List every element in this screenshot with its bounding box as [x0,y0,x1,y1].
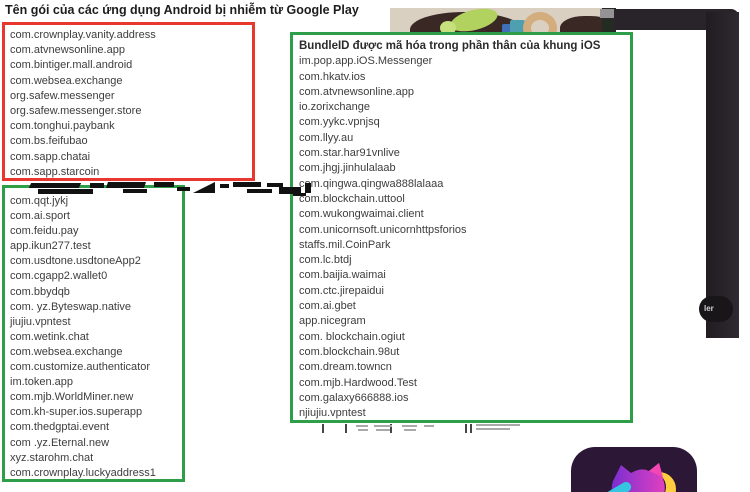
residue-text [358,429,368,431]
package-name: com.galaxy666888.ios [299,391,409,404]
residue-tick [465,424,467,433]
package-name: com.qingwa.qingwa888lalaaa [299,177,444,190]
package-name: com.star.har91vnlive [299,147,400,160]
package-name: com.qqt.jykj [10,195,69,207]
package-name: app.nicegram [299,315,366,328]
trailer-button[interactable]: ler [699,296,733,322]
residue-text [356,425,368,427]
package-name: com.blockchain.uttool [299,192,405,205]
package-name: com.atvnewsonline.app [299,85,414,98]
package-name: xyz.starohm.chat [10,451,94,464]
player-frame-side [706,12,739,338]
ios-bundle-header: BundleID được mã hóa trong phần thân của… [299,40,601,52]
watermark-glyph [247,189,272,193]
package-name: com.unicornsoft.unicornhttpsforios [299,223,467,236]
package-name: com.yykc.vpnjsq [299,116,380,129]
package-name: com.websea.exchange [10,74,123,87]
package-name: com.ai.gbet [299,300,356,313]
residue-tick [470,424,472,433]
package-name: app.ikun277.test [10,240,91,253]
android-extra-box: com.qqt.jykj com.ai.sport com.feidu.pay app… [2,185,185,482]
watermark-glyph [193,182,215,193]
watermark-glyph [267,183,283,187]
package-name: com.bbydqb [10,285,70,298]
artwork-blue-cube [502,24,513,35]
package-name: io.zorixchange [299,101,370,114]
package-name: com.crownplay.vanity.address [10,29,156,41]
package-name: com.cgapp2.wallet0 [10,270,108,283]
package-name: com.wukongwaimai.client [299,208,424,221]
package-name: com.websea.exchange [10,345,123,358]
cat-app-icon-art [596,463,676,492]
package-name: com.mjb.WorldMiner.new [10,391,134,404]
package-name: com.sapp.starcoin [10,165,100,178]
residue-text [404,429,416,431]
package-name: njiujiu.vpntest [299,407,366,420]
residue-tick [390,424,392,433]
watermark-glyph [233,182,261,187]
package-name: staffs.mil.CoinPark [299,238,391,251]
android-extra-list: com.qqt.jykj com.ai.sport com.feidu.pay app… [10,194,182,481]
package-name: com .yz.Eternal.new [10,436,110,449]
trailer-button-label: ler [704,304,714,313]
residue-tick [322,424,324,433]
package-name: com. blockchain.ogiut [299,330,405,343]
package-name: org.safew.messenger.store [10,105,142,118]
artwork-gray-patch [600,9,614,18]
residue-text [476,428,510,430]
package-name: com.bintiger.mall.android [10,59,133,72]
residue-text [476,424,520,426]
figure-title: Tên gói của các ứng dụng Android bị nhiễ… [5,3,359,17]
package-name: jiujiu.vpntest [10,315,71,328]
package-name: com.thedgptai.event [10,421,110,434]
package-name: com.bs.feifubao [10,135,88,148]
artwork-teal-cube [510,20,525,33]
artwork-lime-dot [440,21,456,35]
residue-text [424,425,434,427]
cat-app-icon [571,447,697,492]
package-name: com.mjb.Hardwood.Test [299,376,417,389]
package-name: com.wetink.chat [10,330,89,343]
android-playstore-list: com.crownplay.vanity.address com.atvnewso… [10,28,252,180]
package-name: com.lc.btdj [299,254,352,267]
package-name: com. yz.Byteswap.native [10,300,132,313]
android-playstore-box: com.crownplay.vanity.address com.atvnewso… [2,22,255,181]
package-name: com.ai.sport [10,210,70,223]
package-name: com.jhgj.jinhulalaab [299,162,396,175]
residue-tick [345,424,347,433]
package-name: com.customize.authenticator [10,361,151,374]
package-name: com.llyy.au [299,131,354,144]
package-name: com.crownplay.luckyaddress1 [10,466,156,479]
residue-text [376,429,390,431]
ios-bundle-list: im.pop.app.iOS.Messenger com.hkatv.ios com… [299,54,630,421]
package-name: com.tonghui.paybank [10,120,115,133]
package-name: com.usdtone.usdtoneApp2 [10,255,141,268]
package-name: org.safew.messenger [10,89,115,102]
package-name: com.hkatv.ios [299,70,366,83]
package-name: com.atvnewsonline.app [10,44,125,57]
residue-text [402,425,417,427]
package-name: im.pop.app.iOS.Messenger [299,55,433,68]
package-name: com.baijia.waimai [299,269,386,282]
watermark-glyph [220,184,229,188]
package-name: com.kh-super.ios.superapp [10,406,143,419]
package-name: im.token.app [10,376,73,389]
package-name: com.ctc.jirepaidui [299,284,384,297]
package-name: com.blockchain.98ut [299,345,400,358]
package-name: com.dream.towncn [299,361,392,374]
ios-bundle-box: BundleID được mã hóa trong phần thân của… [290,32,633,423]
residue-text [374,425,392,427]
package-name: com.sapp.chatai [10,150,91,163]
page-residue [318,424,528,435]
package-name: com.feidu.pay [10,225,79,238]
